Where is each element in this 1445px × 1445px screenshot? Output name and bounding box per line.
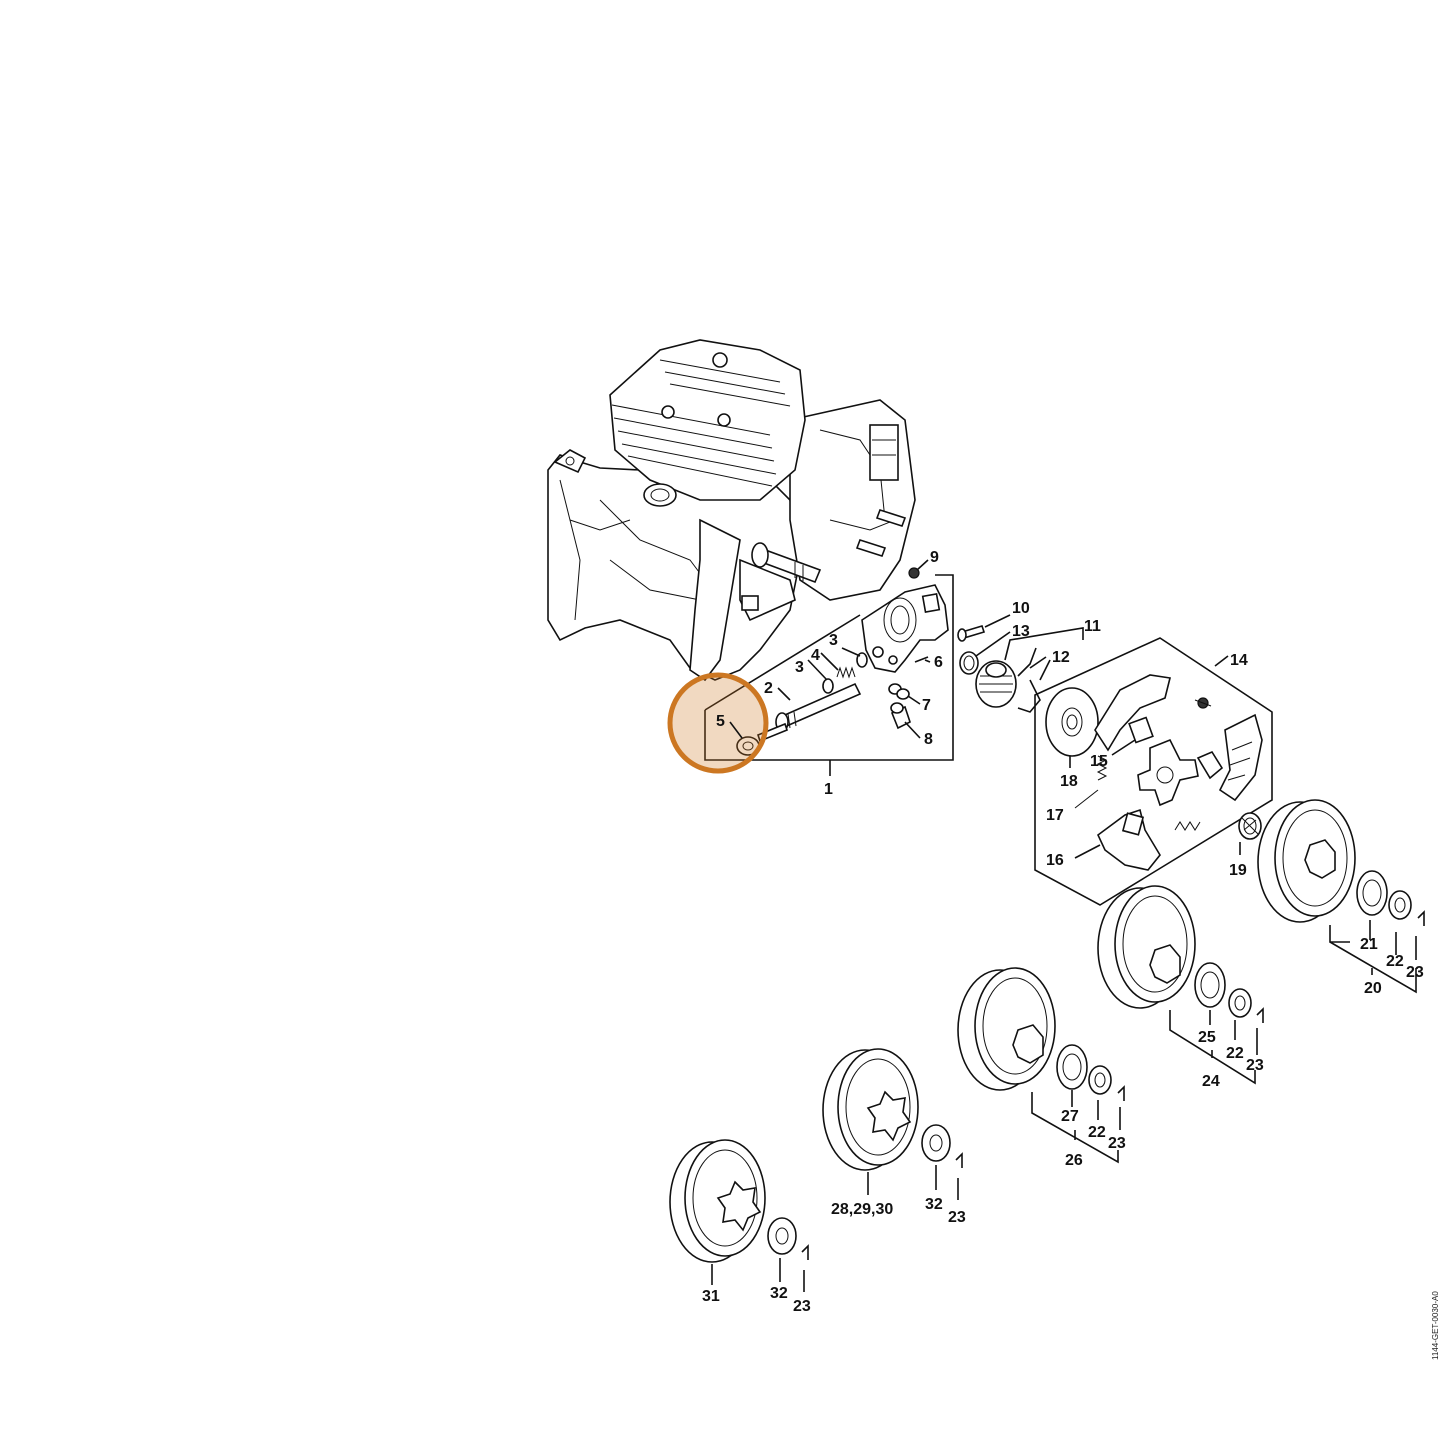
label-part-19: 19	[1229, 862, 1247, 879]
label-part-24: 24	[1202, 1073, 1220, 1090]
callout-leaders	[729, 559, 1047, 739]
label-part-17: 17	[1046, 807, 1064, 824]
sprocket-group-20	[1257, 799, 1425, 994]
sprocket-group-24	[1097, 885, 1264, 1085]
highlight-circle	[667, 672, 769, 774]
oil-pump-group	[704, 567, 954, 776]
label-part-22: 22	[1386, 953, 1404, 970]
label-part-11: 11	[1084, 618, 1101, 635]
sprocket-group-31	[669, 1139, 809, 1292]
label-part-9: 9	[930, 549, 939, 566]
label-part-25: 25	[1198, 1029, 1216, 1046]
label-part-14: 14	[1230, 652, 1248, 669]
label-part-22: 22	[1088, 1124, 1106, 1141]
label-part-23: 23	[1406, 964, 1424, 981]
label-part-3: 3	[795, 659, 804, 676]
label-part-15: 15	[1090, 753, 1108, 770]
needle-cage	[1238, 812, 1262, 855]
label-part-6: 6	[934, 654, 943, 671]
label-part-20: 20	[1364, 980, 1382, 997]
label-part-23: 23	[1108, 1135, 1126, 1152]
part-labels: 1 2 3 4 3 5 6 7 8 9 10 11 12 13 14 15 16…	[702, 549, 1424, 1315]
label-part-13: 13	[1012, 623, 1030, 640]
label-part-23: 23	[1246, 1057, 1264, 1074]
label-part-22: 22	[1226, 1045, 1244, 1062]
clutch-group	[1034, 637, 1273, 906]
label-part-23: 23	[948, 1209, 966, 1226]
label-part-23: 23	[793, 1298, 811, 1315]
label-part-5: 5	[716, 713, 725, 730]
label-part-7: 7	[922, 697, 931, 714]
sprocket-group-28-29-30	[822, 1048, 963, 1200]
drawing-reference-code: 1144-GET-0030-A0	[1431, 1291, 1440, 1360]
label-part-18: 18	[1060, 773, 1078, 790]
label-part-28-29-30: 28,29,30	[831, 1201, 893, 1218]
label-part-2: 2	[764, 680, 773, 697]
label-part-3: 3	[829, 632, 838, 649]
label-part-27: 27	[1061, 1108, 1079, 1125]
label-part-16: 16	[1046, 852, 1064, 869]
label-part-1: 1	[824, 781, 833, 798]
label-part-31: 31	[702, 1288, 720, 1305]
label-part-32: 32	[925, 1196, 943, 1213]
label-part-12: 12	[1052, 649, 1070, 666]
sprocket-group-26	[957, 967, 1125, 1164]
label-part-21: 21	[1360, 936, 1378, 953]
label-part-4: 4	[811, 647, 820, 664]
engine-housing	[547, 339, 916, 682]
label-part-32: 32	[770, 1285, 788, 1302]
label-part-8: 8	[924, 731, 933, 748]
label-part-26: 26	[1065, 1152, 1083, 1169]
label-part-10: 10	[1012, 600, 1030, 617]
